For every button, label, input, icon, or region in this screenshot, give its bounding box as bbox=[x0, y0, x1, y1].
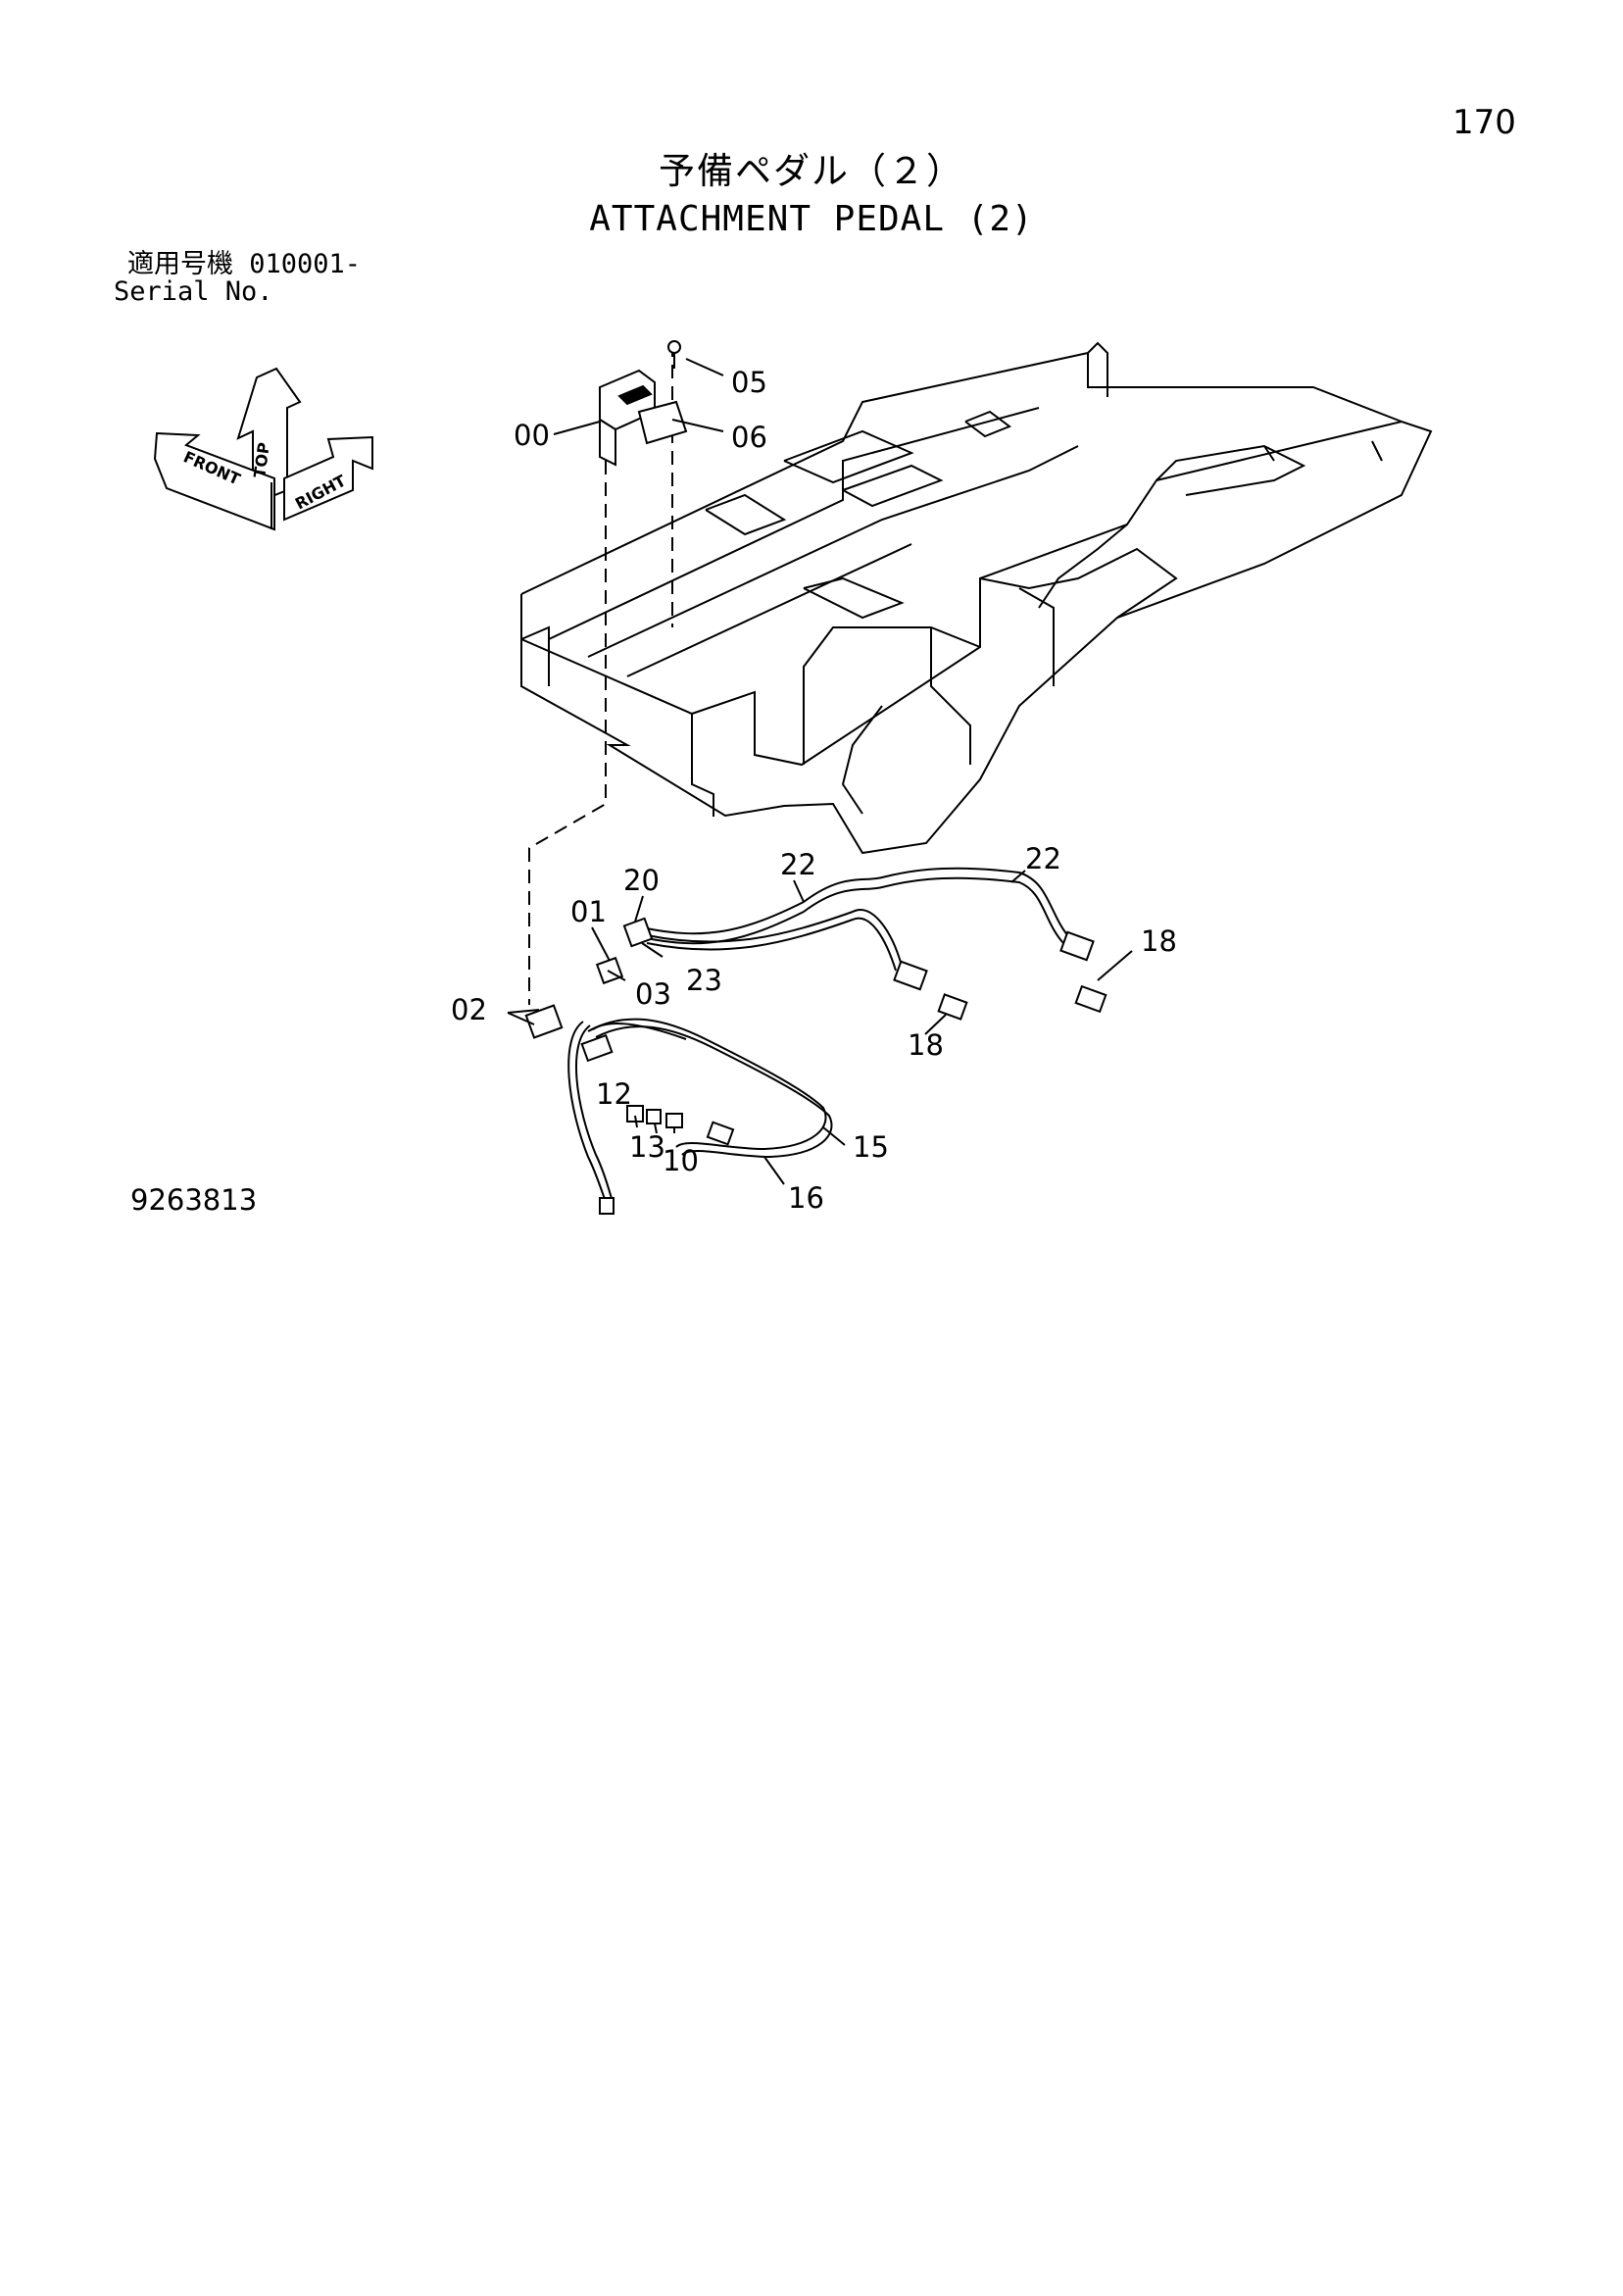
page-title-japanese: 予備ペダル（２） bbox=[659, 150, 964, 192]
callout-00: 00 bbox=[514, 419, 550, 452]
serial-label-japanese: 適用号機 010001- bbox=[127, 251, 361, 277]
serial-label-ja-text: 適用号機 bbox=[127, 249, 233, 279]
assembly-guide-lines bbox=[528, 343, 673, 1005]
callout-02: 02 bbox=[451, 993, 487, 1026]
callout-22-left: 22 bbox=[780, 848, 816, 881]
right-arrow-icon bbox=[283, 435, 373, 522]
upperstructure-frame-drawing bbox=[520, 341, 1433, 855]
callout-10: 10 bbox=[663, 1144, 699, 1177]
callout-15: 15 bbox=[853, 1130, 889, 1164]
hose-routing bbox=[567, 867, 1069, 1207]
page-number: 170 bbox=[1452, 103, 1516, 142]
drawing-number: 9263813 bbox=[130, 1183, 258, 1217]
callout-labels: 00 05 06 20 22 22 01 23 03 18 18 02 12 1… bbox=[451, 366, 1177, 1215]
callout-22-right: 22 bbox=[1025, 842, 1061, 875]
serial-range: 010001- bbox=[249, 249, 362, 279]
pedal-assembly bbox=[599, 340, 688, 467]
callout-20: 20 bbox=[623, 864, 660, 897]
callout-13: 13 bbox=[629, 1130, 665, 1164]
callout-18-left: 18 bbox=[908, 1028, 944, 1062]
serial-label-english: Serial No. bbox=[114, 276, 273, 307]
callout-12: 12 bbox=[596, 1077, 632, 1111]
hose-fittings bbox=[524, 917, 1107, 1215]
front-arrow-icon bbox=[153, 431, 275, 531]
callout-01: 01 bbox=[570, 895, 607, 928]
callout-06: 06 bbox=[731, 421, 767, 454]
callout-05: 05 bbox=[731, 366, 767, 399]
callout-18-right: 18 bbox=[1141, 924, 1177, 958]
leader-lines bbox=[507, 358, 1133, 1185]
page-title-english: ATTACHMENT PEDAL (2) bbox=[589, 199, 1034, 239]
orientation-top-label: TOP bbox=[250, 441, 273, 479]
callout-23: 23 bbox=[686, 964, 722, 997]
callout-03: 03 bbox=[635, 977, 671, 1011]
orientation-indicator bbox=[153, 367, 373, 531]
callout-16: 16 bbox=[788, 1181, 824, 1215]
